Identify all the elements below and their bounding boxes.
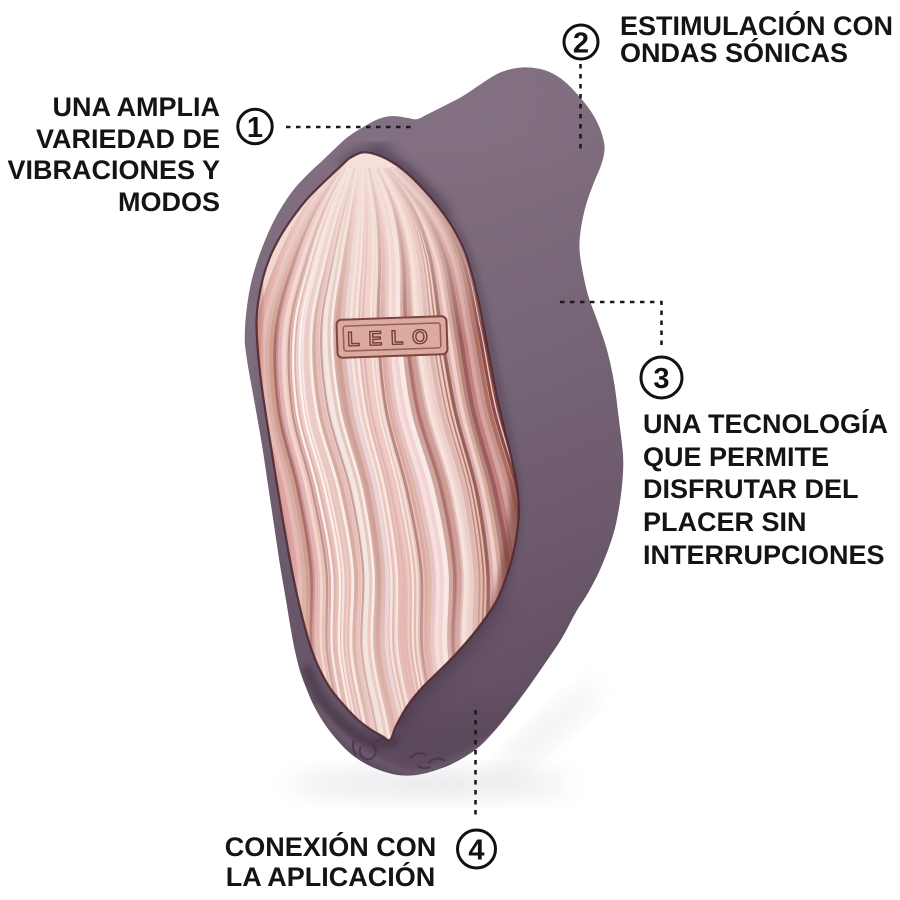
svg-text:3: 3: [653, 363, 669, 395]
svg-text:LELO: LELO: [347, 326, 437, 351]
svg-text:2: 2: [573, 28, 589, 60]
svg-text:4: 4: [468, 835, 484, 867]
svg-text:1: 1: [247, 112, 263, 144]
